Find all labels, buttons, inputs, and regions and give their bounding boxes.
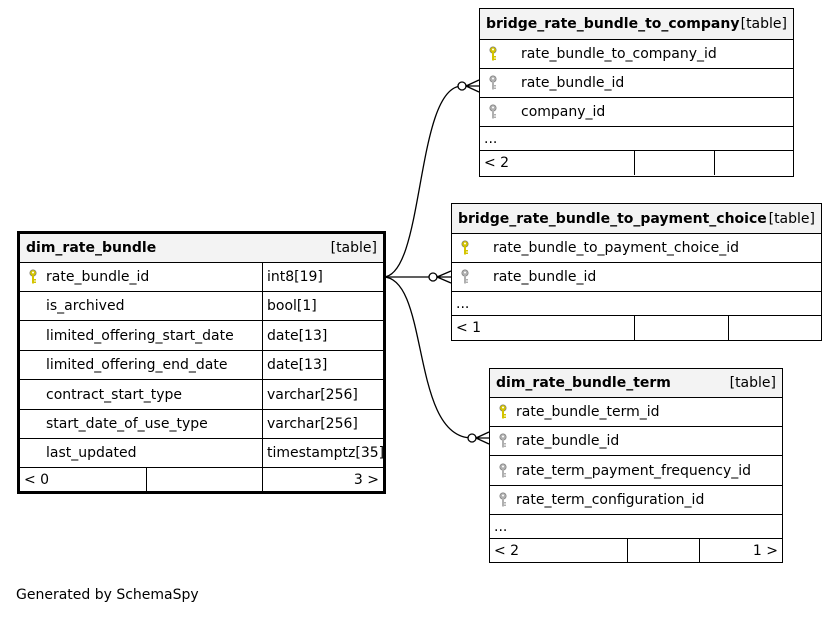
- column-name: last_updated: [46, 445, 137, 461]
- footer-parent-count: < 1: [456, 320, 482, 336]
- table-dim-rate-bundle-term[interactable]: dim_rate_bundle_term [table] rate_bundle…: [489, 368, 783, 563]
- column-name: rate_bundle_id: [46, 269, 150, 285]
- table-name: bridge_rate_bundle_to_payment_choice: [458, 210, 767, 227]
- foreign-key-icon: [498, 492, 508, 508]
- column-row[interactable]: start_date_of_use_type varchar[256]: [20, 410, 383, 439]
- column-row[interactable]: rate_bundle_id: [452, 263, 821, 292]
- column-row[interactable]: limited_offering_end_date date[13]: [20, 351, 383, 380]
- more-columns-ellipsis: ...: [490, 515, 782, 539]
- column-name: rate_term_configuration_id: [516, 492, 705, 508]
- table-bridge-rate-bundle-to-payment-choice[interactable]: bridge_rate_bundle_to_payment_choice [ta…: [451, 203, 822, 341]
- column-name: start_date_of_use_type: [46, 416, 208, 432]
- column-row[interactable]: last_updated timestamptz[35]: [20, 439, 384, 468]
- table-name: dim_rate_bundle_term: [496, 375, 671, 391]
- column-name: limited_offering_end_date: [46, 357, 228, 373]
- column-type: timestamptz[35]: [262, 439, 384, 467]
- optional-marker-payment: [428, 272, 438, 282]
- table-header: dim_rate_bundle_term [table]: [490, 369, 782, 398]
- column-type: varchar[256]: [262, 410, 383, 438]
- more-columns-ellipsis: ...: [480, 127, 793, 151]
- footer-child-count: [728, 316, 821, 340]
- foreign-key-icon: [488, 104, 498, 120]
- column-name: is_archived: [46, 298, 125, 314]
- table-header: bridge_rate_bundle_to_company [table]: [480, 9, 793, 40]
- optional-marker-term: [467, 433, 477, 443]
- foreign-key-icon: [488, 75, 498, 91]
- footer-parent-count: < 2: [484, 155, 510, 171]
- footer-parent-count: < 0: [24, 471, 50, 488]
- table-type-label: [table]: [768, 210, 815, 227]
- column-row[interactable]: rate_bundle_id: [490, 427, 782, 456]
- table-name: bridge_rate_bundle_to_company: [486, 16, 740, 32]
- table-type-label: [table]: [729, 375, 776, 391]
- table-footer: < 1: [452, 316, 821, 340]
- edge-to-bridge-company: [382, 85, 463, 278]
- column-name: rate_bundle_id: [521, 75, 625, 91]
- column-row[interactable]: contract_start_type varchar[256]: [20, 380, 383, 410]
- column-row[interactable]: rate_bundle_to_company_id: [480, 40, 793, 69]
- more-columns-ellipsis: ...: [452, 292, 821, 316]
- column-name: rate_bundle_id: [493, 269, 597, 285]
- table-type-label: [table]: [330, 240, 377, 256]
- primary-key-icon: [460, 240, 470, 256]
- edge-to-term: [382, 276, 473, 439]
- column-name: rate_bundle_term_id: [516, 404, 660, 420]
- table-dim-rate-bundle[interactable]: dim_rate_bundle [table] rate_bundle_id i…: [17, 231, 386, 494]
- column-name: limited_offering_start_date: [46, 327, 234, 344]
- crowfoot-payment: [436, 270, 452, 284]
- column-row[interactable]: is_archived bool[1]: [20, 292, 383, 321]
- column-row[interactable]: rate_term_configuration_id: [490, 486, 782, 515]
- table-name: dim_rate_bundle: [26, 240, 157, 256]
- footer-child-count: 3 >: [262, 468, 383, 491]
- column-row[interactable]: limited_offering_start_date date[13]: [20, 321, 383, 351]
- crowfoot-term: [475, 431, 490, 445]
- crowfoot-company: [465, 79, 480, 93]
- foreign-key-icon: [498, 433, 508, 449]
- column-row[interactable]: rate_bundle_id: [480, 69, 793, 98]
- generated-by-label: Generated by SchemaSpy: [16, 587, 199, 603]
- column-row[interactable]: rate_bundle_id int8[19]: [20, 263, 383, 292]
- table-footer: < 2: [480, 151, 793, 175]
- column-type: date[13]: [262, 351, 383, 379]
- column-type: int8[19]: [262, 263, 383, 291]
- column-row[interactable]: rate_bundle_term_id: [490, 398, 782, 427]
- table-type-label: [table]: [740, 16, 787, 32]
- column-row[interactable]: company_id: [480, 98, 793, 127]
- column-type: date[13]: [262, 321, 383, 350]
- optional-marker-company: [457, 81, 467, 91]
- column-name: rate_bundle_to_company_id: [521, 46, 717, 62]
- table-header: bridge_rate_bundle_to_payment_choice [ta…: [452, 204, 821, 234]
- foreign-key-icon: [460, 269, 470, 285]
- column-type: varchar[256]: [262, 380, 383, 409]
- primary-key-icon: [498, 404, 508, 420]
- footer-blank: [627, 539, 699, 562]
- column-row[interactable]: rate_bundle_to_payment_choice_id: [452, 234, 821, 263]
- footer-blank: [634, 316, 728, 340]
- column-name: contract_start_type: [46, 386, 183, 403]
- table-footer: < 2 1 >: [490, 539, 782, 562]
- footer-child-count: [714, 151, 793, 175]
- table-footer: < 0 3 >: [20, 468, 383, 491]
- footer-blank: [634, 151, 714, 175]
- footer-blank: [146, 468, 262, 491]
- column-name: company_id: [521, 104, 606, 120]
- table-bridge-rate-bundle-to-company[interactable]: bridge_rate_bundle_to_company [table] ra…: [479, 8, 794, 177]
- column-name: rate_bundle_to_payment_choice_id: [493, 240, 739, 256]
- primary-key-icon: [488, 46, 498, 62]
- footer-child-count: 1 >: [699, 539, 782, 562]
- column-type: bool[1]: [262, 292, 383, 320]
- footer-parent-count: < 2: [494, 542, 520, 559]
- foreign-key-icon: [498, 462, 508, 479]
- column-name: rate_term_payment_frequency_id: [516, 462, 752, 479]
- primary-key-icon: [28, 269, 38, 285]
- table-header: dim_rate_bundle [table]: [20, 234, 383, 263]
- column-name: rate_bundle_id: [516, 433, 620, 449]
- column-row[interactable]: rate_term_payment_frequency_id: [490, 456, 782, 486]
